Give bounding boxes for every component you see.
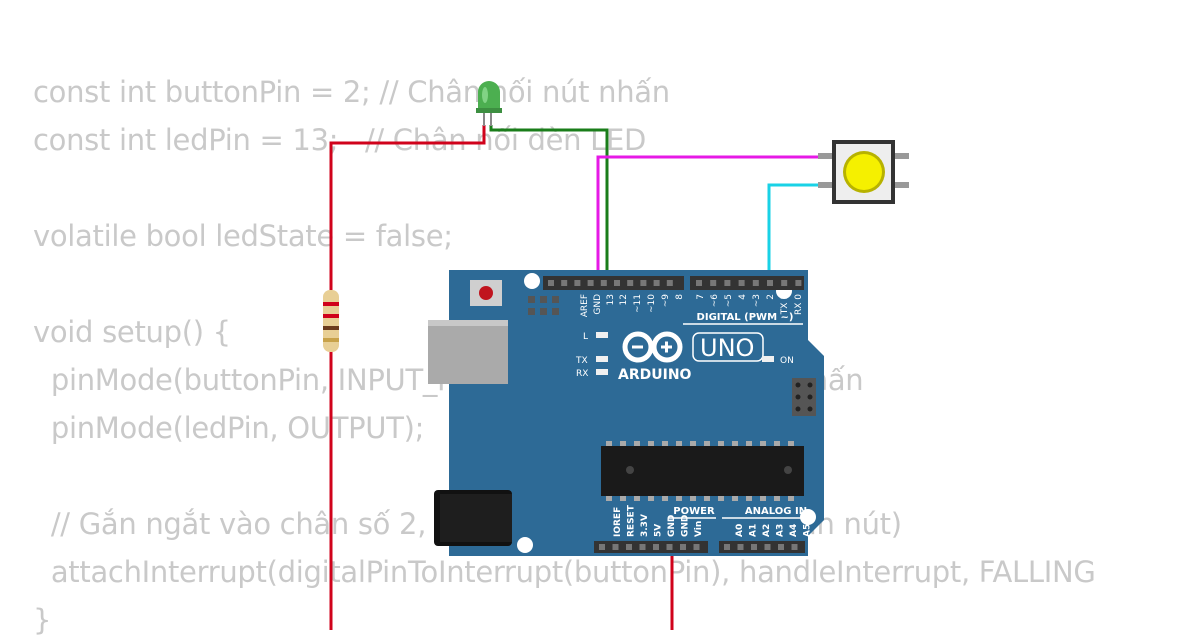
analog-pin-label: A2: [762, 524, 772, 537]
on-led-label: ON: [780, 356, 794, 366]
power-pin-label: GND: [667, 515, 677, 537]
analog-pin-label: A3: [776, 524, 786, 537]
digital-pin-label: AREF: [580, 294, 590, 317]
digital-pin-label: ~10: [647, 294, 657, 313]
digital-pin-label: ~11: [633, 294, 643, 313]
push-button[interactable]: [818, 140, 909, 204]
power-pin-label: 5V: [654, 524, 664, 537]
usb-port: [428, 320, 508, 384]
power-pin-label: GND: [681, 515, 691, 537]
digital-label: DIGITAL (PWM ~): [697, 312, 794, 323]
microcontroller-chip: [601, 446, 804, 496]
rx-led-label: RX: [576, 369, 588, 379]
digital-pin-label: ~3: [752, 294, 762, 307]
power-header: [594, 541, 708, 553]
digital-pin-label: 12: [619, 294, 629, 305]
digital-pin-label: ~9: [661, 294, 671, 308]
code-line: volatile bool ledState = false;: [33, 219, 453, 253]
arduino-logo-icon: [622, 331, 683, 363]
led-green[interactable]: [476, 81, 502, 126]
analog-label: ANALOG IN: [745, 506, 807, 517]
digital-pin-label: ~6: [710, 294, 720, 308]
wire-cyan-button-pin2[interactable]: [767, 183, 832, 282]
digital-pin-label: 4: [738, 294, 748, 300]
analog-pin-label: A5: [803, 524, 813, 537]
code-line: }: [33, 603, 52, 637]
digital-header-left: [543, 276, 684, 290]
power-pin-label: IOREF: [613, 507, 623, 537]
digital-pin-label: GND: [593, 294, 603, 315]
uno-model: UNO: [700, 334, 754, 362]
power-pin-label: 3.3V: [640, 514, 650, 537]
code-line: void setup() {: [33, 315, 231, 349]
digital-pin-label: TX 1: [780, 294, 790, 315]
digital-pin-label: 2: [766, 294, 776, 300]
code-line: attachInterrupt(digitalPinToInterrupt(bu…: [33, 555, 1096, 589]
resistor[interactable]: [323, 290, 339, 352]
digital-pin-label: ~5: [724, 294, 734, 307]
power-pin-label: RESET: [627, 504, 637, 537]
tx-led-label: TX: [575, 356, 588, 366]
digital-pin-label: RX 0: [794, 294, 804, 315]
power-label: POWER: [673, 506, 715, 517]
arduino-brand: ARDUINO: [618, 367, 692, 383]
digital-header-right: [690, 276, 804, 290]
digital-pin-label: 7: [696, 294, 706, 300]
analog-pin-label: A1: [749, 524, 759, 537]
wire-green-led-pin13[interactable]: [489, 125, 609, 282]
wire-red-led-resistor[interactable]: [329, 125, 486, 290]
l-led-label: L: [583, 332, 588, 342]
code-line: const int buttonPin = 2; // Chân nối nút…: [33, 75, 670, 109]
digital-pin-label: 8: [675, 294, 685, 300]
power-pin-label: Vin: [694, 521, 704, 537]
analog-pin-label: A0: [735, 524, 745, 537]
digital-pin-label: 13: [606, 294, 616, 305]
wire-magenta-button-gnd[interactable]: [596, 155, 832, 282]
analog-pin-label: A4: [789, 524, 799, 537]
